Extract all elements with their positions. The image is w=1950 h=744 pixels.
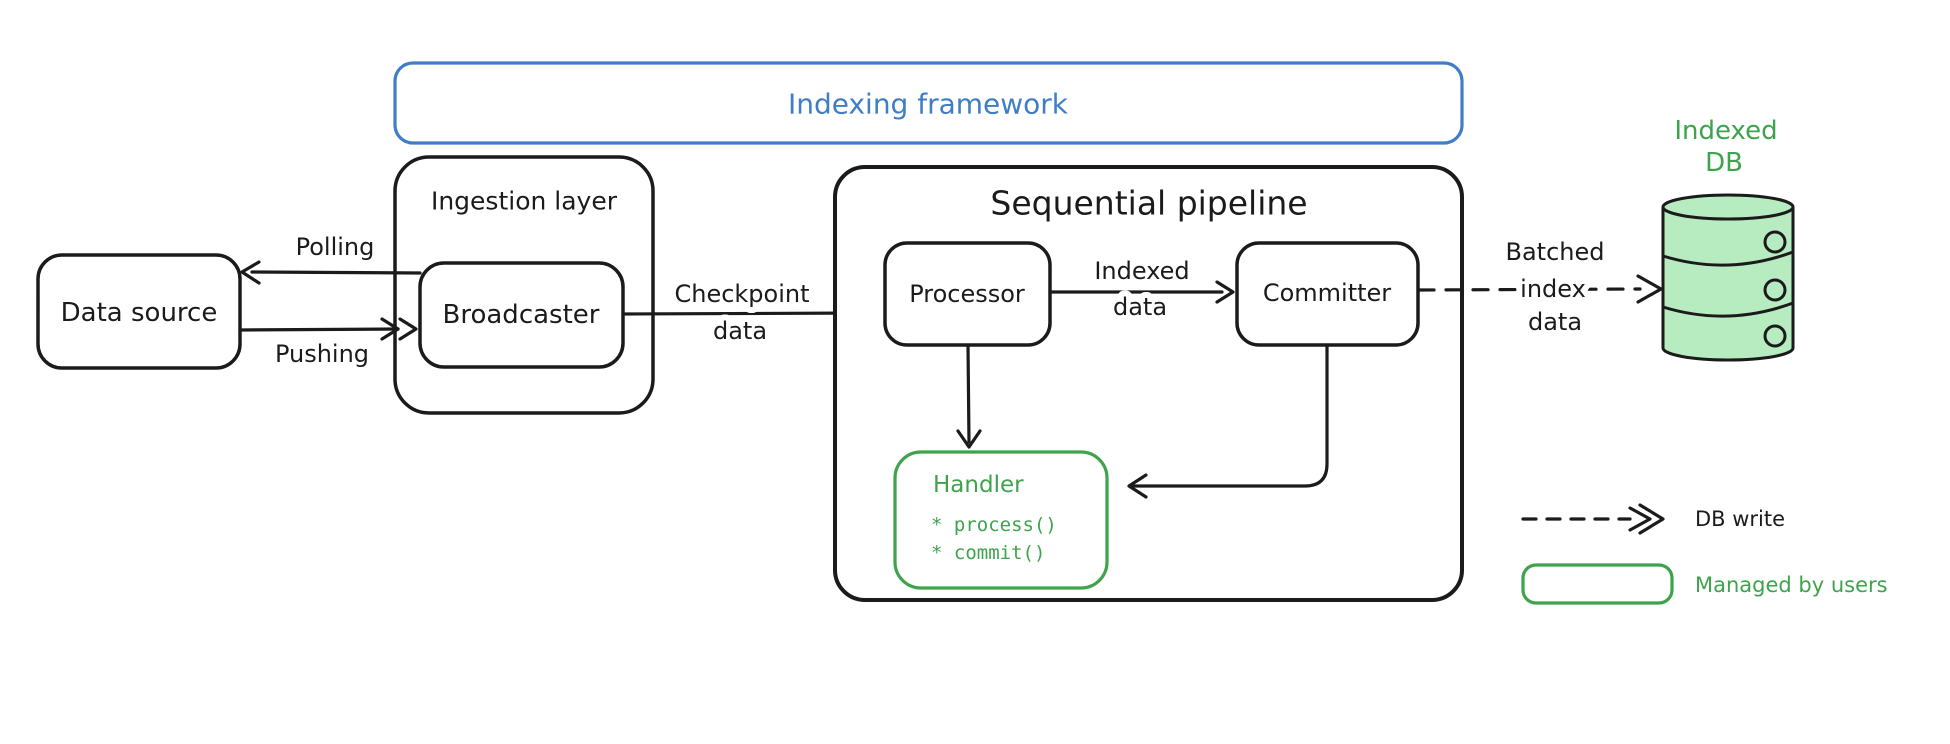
handler-title: Handler [933, 472, 1024, 498]
checkpoint-data-label-line2: data [713, 317, 767, 345]
indexing-framework-box [393, 61, 1464, 145]
indexed-db-label-line1: Indexed [1674, 116, 1777, 146]
pushing-arrow [238, 317, 418, 341]
database-top [1661, 193, 1795, 221]
pushing-label: Pushing [275, 340, 369, 368]
legend-db-write-arrow [1521, 503, 1665, 535]
data-source-node [36, 253, 242, 370]
processor-label: Processor [909, 280, 1025, 308]
batched-index-label-line3: data [1528, 308, 1582, 336]
processor-to-handler-arrow [956, 343, 982, 449]
batched-index-label-line2: index [1520, 275, 1586, 303]
database-divider-1 [1662, 250, 1794, 267]
legend-managed-by-users-label: Managed by users [1695, 573, 1888, 597]
polling-arrow [240, 260, 422, 285]
database-divider-2 [1662, 301, 1794, 318]
db-write-arrow [1417, 274, 1663, 304]
legend-managed-by-users-box [1521, 563, 1674, 605]
handler-method-process: * process() [931, 514, 1057, 536]
indexing-framework-title: Indexing framework [788, 88, 1069, 121]
handler-node [893, 450, 1109, 590]
database-dot-1 [1763, 230, 1787, 254]
ingestion-layer-label: Ingestion layer [431, 187, 618, 216]
indexed-data-label-line1: Indexed [1094, 257, 1189, 285]
database-dot-2 [1763, 278, 1787, 302]
indexed-data-arrow [1048, 280, 1235, 304]
database-dot-3 [1763, 324, 1787, 348]
database-body [1661, 207, 1795, 362]
legend-db-write-label: DB write [1695, 507, 1785, 531]
committer-label: Committer [1263, 279, 1391, 307]
handler-method-commit: * commit() [931, 542, 1045, 564]
checkpoint-data-label-line1: Checkpoint [674, 280, 809, 308]
sequential-pipeline-label: Sequential pipeline [990, 184, 1307, 223]
broadcaster-label: Broadcaster [443, 300, 600, 330]
batched-index-label-line1: Batched [1506, 238, 1605, 266]
data-source-label: Data source [61, 298, 218, 328]
indexed-data-label-line2: data [1113, 293, 1167, 321]
indexed-db-label-line2: DB [1705, 148, 1743, 178]
indexed-db-icon [1661, 193, 1795, 362]
polling-label: Polling [296, 233, 375, 261]
committer-to-handler-arrow [1127, 343, 1329, 499]
